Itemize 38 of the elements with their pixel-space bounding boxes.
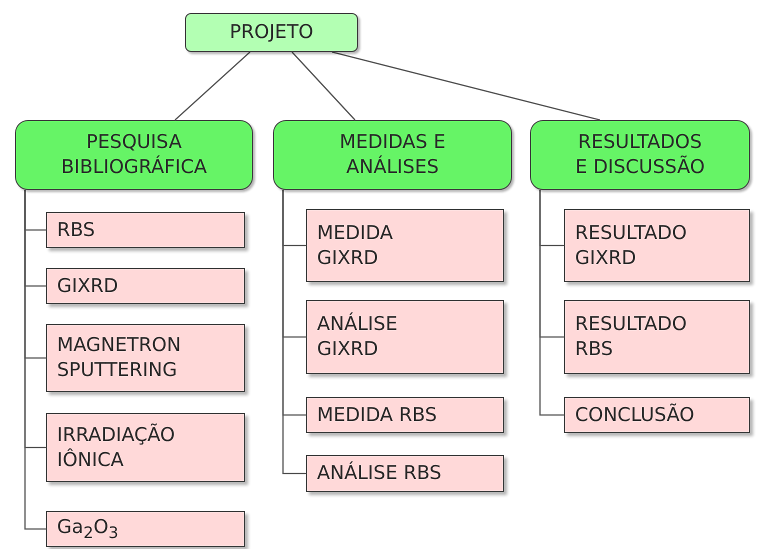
topic-box bbox=[564, 209, 750, 282]
topic-box bbox=[306, 209, 504, 282]
topic-box bbox=[564, 300, 750, 374]
connector-line bbox=[539, 190, 564, 416]
node-label: MEDIDA GIXRD bbox=[317, 220, 394, 270]
node-label: GIXRD bbox=[57, 274, 118, 298]
node-label: CONCLUSÃO bbox=[575, 402, 694, 428]
category-box bbox=[530, 120, 750, 190]
topic-box bbox=[46, 413, 245, 482]
node-label: IRRADIAÇÃO IÔNICA bbox=[57, 422, 176, 472]
topic-box bbox=[46, 511, 245, 547]
connector-line bbox=[282, 190, 306, 474]
node-label: MEDIDAS E ANÁLISES bbox=[338, 130, 447, 180]
topic-box bbox=[46, 268, 245, 304]
root-box bbox=[185, 13, 358, 52]
topic-box bbox=[564, 397, 750, 433]
topic-box bbox=[306, 397, 504, 433]
node-label: PESQUISA BIBLIOGRÁFICA bbox=[60, 130, 208, 180]
topic-box bbox=[306, 455, 504, 492]
topic-box bbox=[46, 324, 245, 392]
node-label: ANÁLISE GIXRD bbox=[317, 312, 398, 362]
category-box bbox=[15, 120, 253, 190]
node-label: MEDIDA RBS bbox=[317, 402, 437, 428]
node-label: RBS bbox=[57, 218, 95, 242]
node-label: ANÁLISE RBS bbox=[317, 461, 442, 486]
node-label: RESULTADOS E DISCUSSÃO bbox=[574, 130, 706, 180]
connector-line bbox=[332, 51, 600, 121]
topic-box bbox=[306, 300, 504, 374]
node-label: RESULTADO GIXRD bbox=[575, 220, 688, 270]
connector-line bbox=[24, 190, 46, 530]
category-box bbox=[273, 120, 512, 190]
node-label: PROJETO bbox=[230, 20, 314, 45]
node-label: MAGNETRON SPUTTERING bbox=[57, 333, 182, 383]
topic-box bbox=[46, 212, 245, 248]
node-label: Ga$_{2}$O$_{3}$ bbox=[57, 514, 118, 544]
connector-line bbox=[174, 52, 250, 120]
node-label: RESULTADO RBS bbox=[575, 312, 688, 362]
connector-line bbox=[292, 52, 356, 120]
